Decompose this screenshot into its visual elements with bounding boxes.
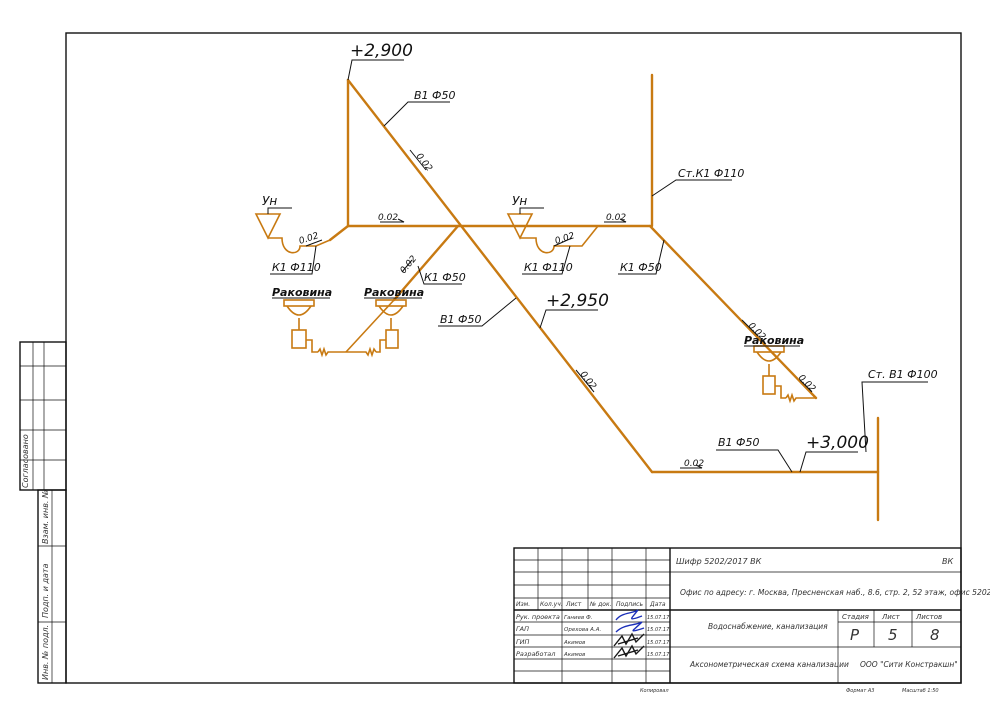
sink-left (283, 299, 346, 358)
tb-system: Водоснабжение, канализация (708, 622, 828, 631)
tb-name-1: Ганиев Ф. (564, 615, 593, 621)
tb-stage-label: Стадия (842, 613, 869, 621)
tb-sheets: 8 (930, 626, 940, 644)
floor-drain-left (254, 213, 331, 254)
label-stack-sewer: Ст.К1 Ф110 (678, 167, 744, 180)
side-label-inv-replace: Взам. инв. № (41, 490, 50, 544)
slope-label-5: 0.02 (554, 231, 576, 247)
signature-scribbles (613, 609, 645, 659)
tb-company: ООО "Сити Констракшн" (860, 660, 958, 669)
label-stack-water: Ст. В1 Ф100 (868, 368, 938, 381)
tb-header-list: Лист (565, 601, 582, 608)
sink-center (345, 299, 407, 358)
sink-label-left: Раковина (272, 286, 332, 299)
tb-name-2: Орехова А.А. (564, 627, 601, 633)
label-sewer-left: К1 Ф110 (272, 261, 321, 274)
tb-role-1: Рук. проекта (516, 613, 560, 621)
side-label-sign-date: Подп. и дата (41, 563, 50, 618)
side-label-agreed: Согласовано (21, 434, 30, 488)
slope-label-2: 0.02 (378, 213, 398, 223)
tb-sheet-label: Лист (881, 613, 901, 621)
elevation-right: +3,000 (806, 433, 869, 453)
leader-lines (267, 59, 928, 473)
tb-code: Шифр 5202/2017 ВК (676, 557, 762, 566)
label-water-top: В1 Ф50 (414, 89, 456, 102)
tb-copied: Копировал (640, 688, 669, 694)
sink-label-right: Раковина (744, 334, 804, 347)
pipe-network (328, 73, 880, 522)
tb-role-3: ГИП (516, 638, 529, 646)
title-block (513, 547, 962, 684)
side-stamp: Согласовано Взам. инв. № Подп. и дата Ин… (19, 341, 67, 684)
side-label-inv-orig: Инв. № подл. (41, 625, 50, 680)
tb-section: ВК (942, 557, 953, 566)
tb-date-4: 15.07.17 (647, 652, 670, 658)
tb-date-3: 15.07.17 (647, 640, 670, 646)
elevation-middle: +2,950 (546, 291, 609, 311)
tb-format: Формат А3 (846, 688, 874, 694)
tb-name-4: Акимов (563, 652, 585, 658)
sink-label-center: Раковина (364, 286, 424, 299)
label-water-low: В1 Ф50 (718, 436, 760, 449)
floor-drain-mid (506, 213, 599, 254)
tb-role-2: ГАП (516, 625, 529, 633)
sink-right (753, 345, 816, 404)
tb-scale: Масштаб 1:50 (902, 688, 939, 694)
label-sewer-center: К1 Ф50 (424, 271, 466, 284)
tb-header-izm: Изм. (516, 601, 530, 608)
tb-date-2: 15.07.17 (647, 627, 670, 633)
slope-label-9: 0.02 (796, 373, 817, 394)
slope-label-10: 0.02 (684, 459, 704, 469)
tb-role-4: Разработал (516, 650, 555, 658)
label-water-mid: В1 Ф50 (440, 313, 482, 326)
tb-header-sign: Подпись (616, 601, 643, 608)
slope-arrows (305, 149, 813, 469)
tb-header-doc: № док. (589, 601, 612, 608)
tb-stage: Р (850, 626, 860, 644)
tb-name-3: Акимов (563, 640, 585, 646)
floor-drain-label-mid: Ун (512, 194, 527, 208)
tb-sheet-title: Аксонометрическая схема канализации (689, 660, 849, 669)
label-sewer-right: К1 Ф50 (620, 261, 662, 274)
tb-date-1: 15.07.17 (647, 615, 670, 621)
tb-header-kol: Кол.уч. (540, 601, 563, 608)
tb-header-date: Дата (649, 601, 666, 608)
tb-sheet: 5 (888, 626, 898, 644)
slope-label-3: 0.02 (606, 213, 626, 223)
label-sewer-mid: К1 Ф110 (524, 261, 573, 274)
floor-drain-label-left: Ун (262, 194, 277, 208)
tb-address: Офис по адресу: г. Москва, Пресненская н… (680, 588, 990, 597)
tb-sheets-label: Листов (915, 613, 942, 621)
elevation-top: +2,900 (350, 41, 413, 61)
